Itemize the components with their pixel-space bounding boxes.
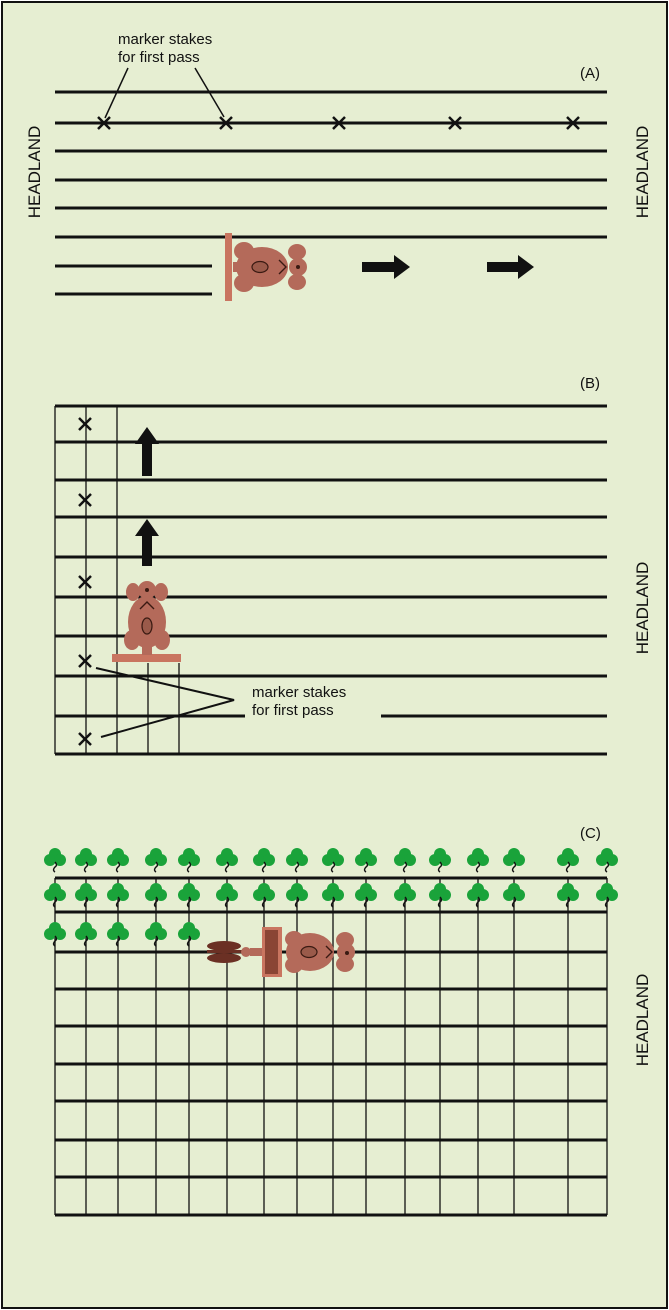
x-mark-icon [78,575,92,589]
tree-icon [429,848,451,873]
tree-icon [355,848,377,873]
tree-icon [107,883,129,908]
panel-a-marker-stakes [97,116,580,130]
x-mark-icon [332,116,346,130]
tree-icon [145,848,167,873]
tree-icon [253,883,275,908]
x-mark-icon [78,732,92,746]
tree-icon [145,883,167,908]
tree-icon [429,883,451,908]
tree-icon [467,883,489,908]
x-mark-icon [97,116,111,130]
x-mark-icon [219,116,233,130]
panel-b: (B) HEADLAND [54,375,652,756]
tree-icon [44,848,66,873]
tree-icon [557,883,579,908]
tree-icon [216,848,238,873]
tractor-icon [207,927,355,977]
tree-icon [178,883,200,908]
tree-icon [75,883,97,908]
x-mark-icon [78,493,92,507]
tree-icon [44,883,66,908]
tree-icon [178,848,200,873]
panel-b-direction-arrows [135,427,159,566]
tree-icon [44,922,66,947]
tree-icon [394,848,416,873]
tree-icon [557,848,579,873]
tractor-icon [112,581,181,662]
panel-a-headland-left: HEADLAND [25,126,44,219]
tree-icon [178,922,200,947]
tree-icon [216,883,238,908]
tree-icon [253,848,275,873]
panel-b-callout-line1: marker stakes [252,684,346,701]
tree-icon [503,848,525,873]
panel-b-callout-line2: for first pass [252,702,334,719]
x-mark-icon [78,654,92,668]
panel-a-direction-arrows [362,255,534,279]
tree-icon [596,848,618,873]
tree-icon [107,848,129,873]
tree-icon [355,883,377,908]
panel-c-seedlings [44,848,618,947]
panel-c: (C) HEADLAND [44,825,652,1217]
panel-b-columns [54,406,180,754]
panel-b-marker-stakes [78,417,92,746]
tree-icon [394,883,416,908]
panel-a-rows [55,90,607,296]
tree-icon [286,848,308,873]
x-mark-icon [566,116,580,130]
arrow-icon [135,519,159,566]
tree-icon [322,848,344,873]
panel-a-callout-line2: for first pass [118,49,200,66]
tractor-icon [225,233,307,301]
tree-icon [107,922,129,947]
tree-icon [75,848,97,873]
tree-icon [286,883,308,908]
panel-b-headland-right: HEADLAND [633,562,652,655]
panel-c-label: (C) [580,825,601,842]
arrow-icon [362,255,410,279]
panel-b-label: (B) [580,375,600,392]
tree-icon [503,883,525,908]
tree-icon [75,922,97,947]
panel-a: (A) marker stakes for first pass HEADLAN… [25,31,652,301]
panel-b-callout-leaders [95,667,235,738]
arrow-icon [135,427,159,476]
x-mark-icon [78,417,92,431]
x-mark-icon [448,116,462,130]
panel-a-headland-right: HEADLAND [633,126,652,219]
arrow-icon [487,255,534,279]
tree-icon [596,883,618,908]
tree-icon [467,848,489,873]
tree-icon [145,922,167,947]
panel-c-headland-right: HEADLAND [633,974,652,1067]
tree-icon [322,883,344,908]
panel-a-callout-line1: marker stakes [118,31,212,48]
panel-a-label: (A) [580,65,600,82]
